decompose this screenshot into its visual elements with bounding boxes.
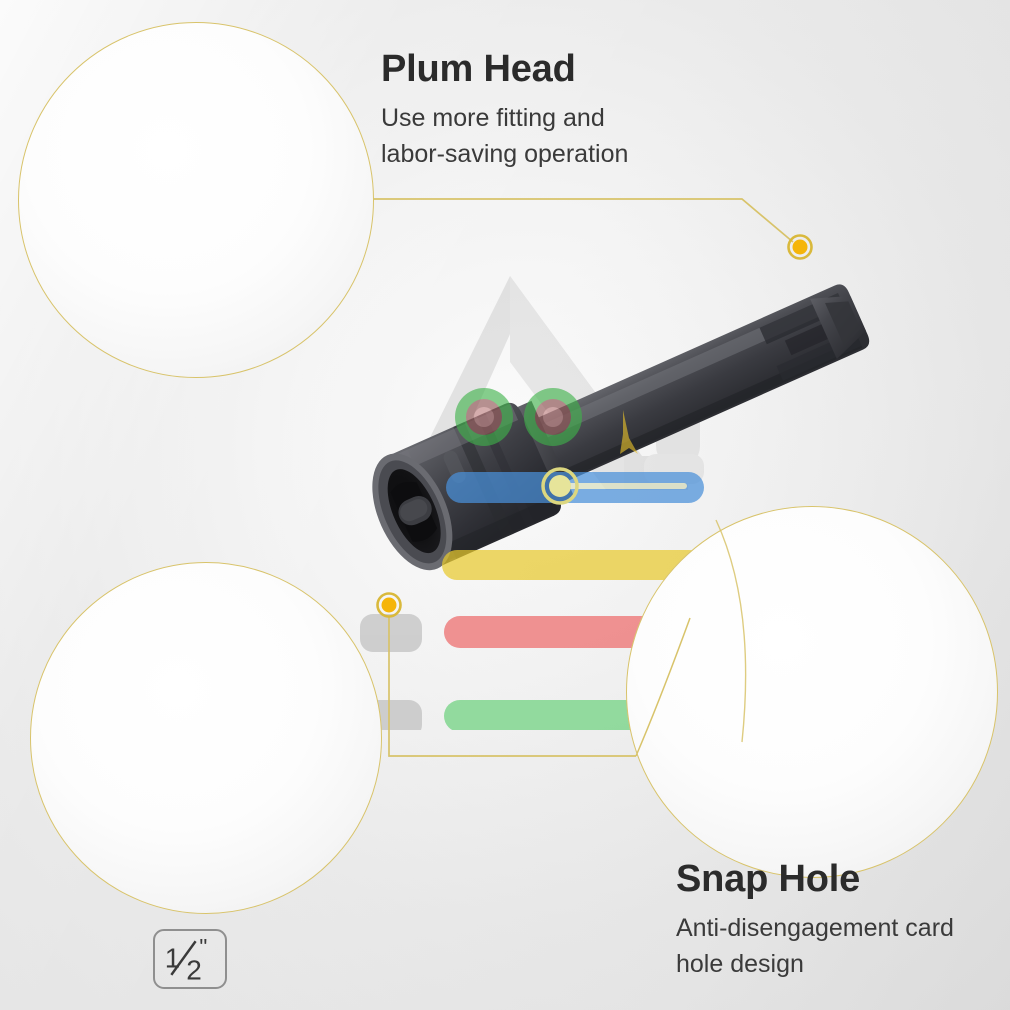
inset-plum-head — [18, 22, 374, 378]
overlay-bar-blue-marker — [541, 467, 579, 505]
inset-square-drive — [30, 562, 382, 914]
callout-plum-head: Plum Head Use more fitting and labor-sav… — [381, 48, 628, 172]
inset-snap-hole — [626, 506, 998, 878]
callout-snap-hole: Snap Hole Anti-disengagement card hole d… — [676, 858, 954, 982]
callout-snap-hole-desc-line2: hole design — [676, 949, 804, 978]
overlay-dot-left — [455, 388, 513, 446]
callout-snap-hole-desc-line1: Anti-disengagement card — [676, 914, 954, 942]
overlay-tag-upper — [360, 614, 422, 652]
callout-plum-head-desc-line2: labor-saving operation — [381, 139, 629, 168]
overlay-bar-blue — [446, 472, 704, 503]
overlay-bar-yellow — [442, 550, 704, 580]
callout-plum-head-title: Plum Head — [381, 48, 576, 90]
overlay-dot-right — [524, 388, 582, 446]
size-badge-inch-mark: " — [199, 934, 207, 959]
size-badge-numerator: 1 — [165, 942, 181, 973]
size-badge: 1 2 " — [153, 929, 227, 989]
size-badge-denominator: 2 — [186, 955, 202, 986]
callout-plum-head-desc-line1: Use more fitting and — [381, 104, 605, 132]
callout-snap-hole-title: Snap Hole — [676, 858, 861, 900]
